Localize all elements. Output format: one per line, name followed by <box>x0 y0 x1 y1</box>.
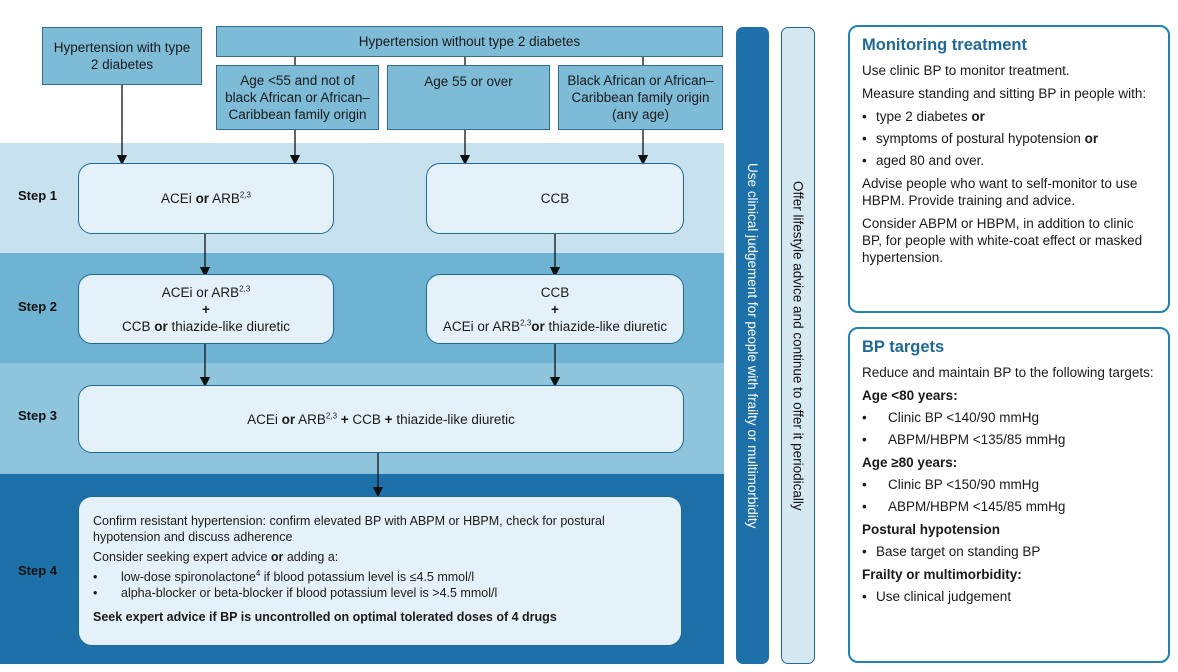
step4-bullet-spironolactone: low-dose spironolactone4 if blood potass… <box>93 569 474 585</box>
step3-label: Step 3 <box>18 408 58 423</box>
list-item: Clinic BP <140/90 mmHg <box>862 409 1156 426</box>
monitoring-list: type 2 diabetes or symptoms of postural … <box>862 108 1156 169</box>
step4-label: Step 4 <box>18 563 58 578</box>
bp-targets-panel: BP targets Reduce and maintain BP to the… <box>848 327 1170 663</box>
list-item: aged 80 and over. <box>862 152 1156 169</box>
step1-right-box: CCB <box>426 163 684 234</box>
list-item: Use clinical judgement <box>862 588 1156 605</box>
list-item: symptoms of postural hypotension or <box>862 130 1156 147</box>
list-item: type 2 diabetes or <box>862 108 1156 125</box>
header-hypertension-without-t2d: Hypertension without type 2 diabetes <box>216 26 723 57</box>
list-item: ABPM/HBPM <135/85 mmHg <box>862 431 1156 448</box>
header-age-under-55: Age <55 and not of black African or Afri… <box>216 65 379 130</box>
step4-bullet-blocker: alpha-blocker or beta-blocker if blood p… <box>93 585 497 601</box>
header-black-african: Black African or African–Caribbean famil… <box>558 65 723 130</box>
header-age-55-over: Age 55 or over <box>387 65 550 130</box>
frailty-vertical-bar: Use clinical judgement for people with f… <box>736 27 769 664</box>
step1-label: Step 1 <box>18 188 58 203</box>
list-item: Base target on standing BP <box>862 543 1156 560</box>
step2-label: Step 2 <box>18 299 58 314</box>
monitoring-title: Monitoring treatment <box>862 36 1027 54</box>
step2-right-box: CCB + ACEi or ARB2,3or thiazide-like diu… <box>426 274 684 344</box>
header-hypertension-with-t2d: Hypertension with type 2 diabetes <box>42 27 202 85</box>
monitoring-treatment-panel: Monitoring treatment Use clinic BP to mo… <box>848 25 1170 313</box>
step3-box: ACEi or ARB2,3 + CCB + thiazide-like diu… <box>78 385 684 453</box>
step2-left-box: ACEi or ARB2,3 + CCB or thiazide-like di… <box>78 274 334 344</box>
step4-box: Confirm resistant hypertension: confirm … <box>78 496 682 646</box>
lifestyle-vertical-bar: Offer lifestyle advice and continue to o… <box>781 27 815 664</box>
list-item: Clinic BP <150/90 mmHg <box>862 476 1156 493</box>
step1-left-box: ACEi or ARB2,3 <box>78 163 334 234</box>
list-item: ABPM/HBPM <145/85 mmHg <box>862 498 1156 515</box>
bp-targets-title: BP targets <box>862 338 945 356</box>
connector-arrows <box>116 57 649 498</box>
